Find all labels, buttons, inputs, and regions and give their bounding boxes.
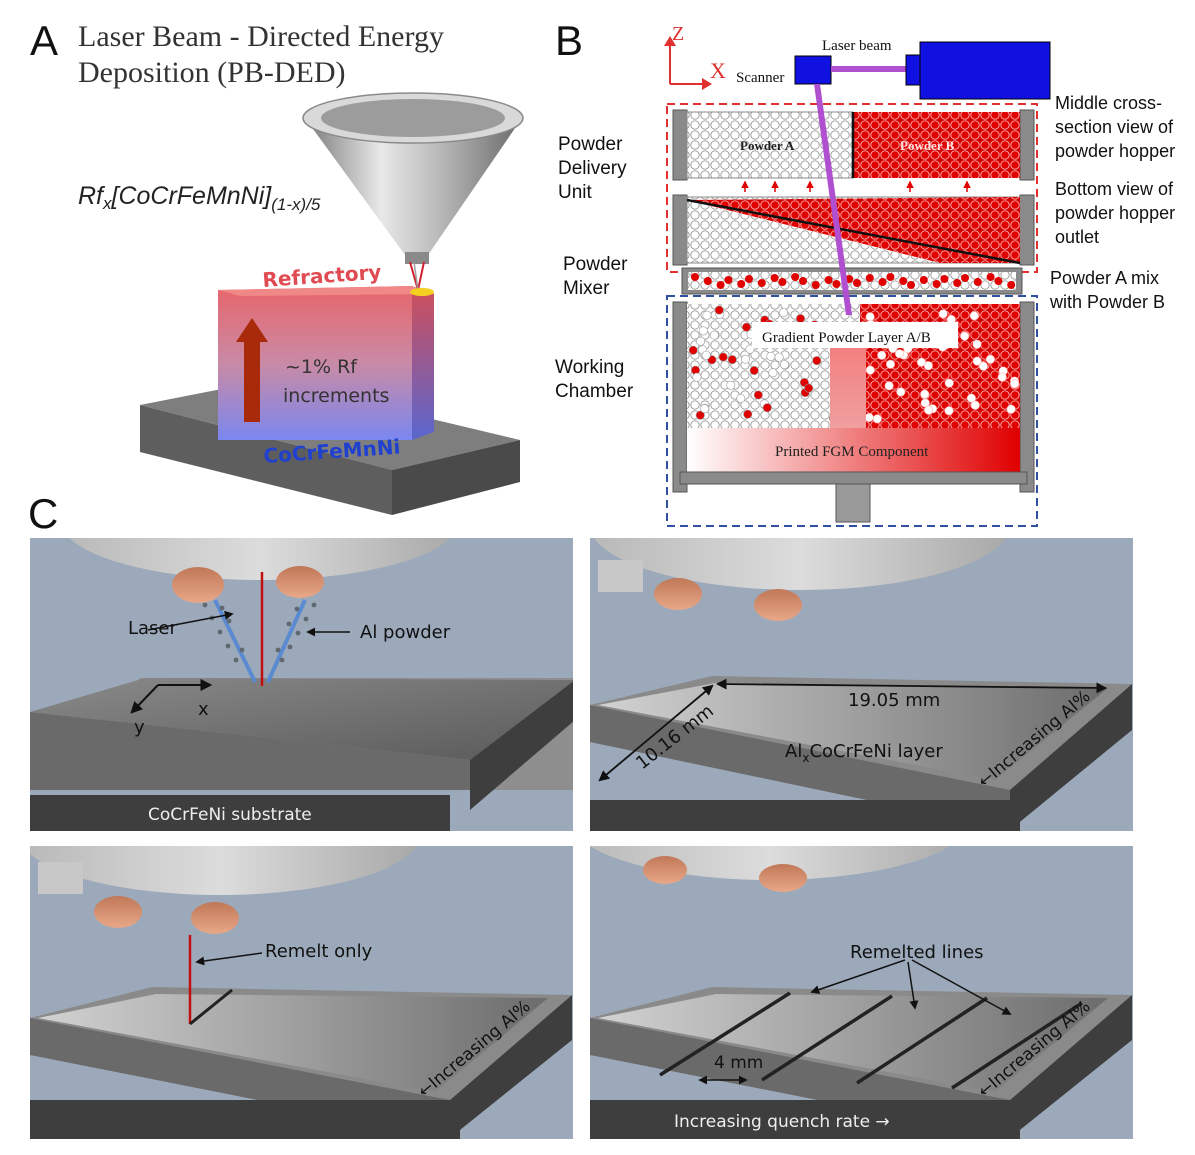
panel-a-title-line1: Laser Beam - Directed Energy (78, 20, 444, 53)
svg-text:Chamber: Chamber (555, 381, 634, 402)
panel-a-formula: Rfx[CoCrFeMnNi](1-x)/5 (78, 182, 321, 214)
panel-b-laser-beam-label: Laser beam (822, 38, 892, 54)
panel-a-arrow-line1: ~1% Rf (285, 356, 358, 378)
c1-al-powder-label: Al powder (360, 622, 451, 643)
panel-b-scanner-label: Scanner (736, 70, 784, 86)
panel-b-axis-z: Z (672, 23, 684, 45)
c3-remelt-label: Remelt only (265, 941, 373, 962)
c4-spacing-label: 4 mm (714, 1053, 763, 1073)
c2-length-label: 19.05 mm (848, 690, 940, 711)
c2-layer-label: AlxCoCrFeNi layer (785, 741, 943, 765)
panel-b-powder-a: Powder A (740, 138, 795, 153)
svg-text:Middle cross-: Middle cross- (1055, 93, 1162, 113)
c1-laser-label: Laser (128, 618, 178, 639)
svg-text:section view of: section view of (1055, 117, 1174, 137)
panel-b-right-labels: Middle cross- section view of powder hop… (1049, 93, 1175, 312)
panel-b-laser-connector (831, 66, 906, 72)
panel-a-increment-arrow (236, 318, 268, 422)
svg-text:outlet: outlet (1055, 227, 1099, 247)
panel-b-letter: B (555, 17, 583, 64)
svg-text:Powder: Powder (558, 134, 623, 155)
svg-text:Unit: Unit (558, 182, 593, 203)
panel-b-working-chamber: Gradient Powder Layer A/B Printed FGM Co… (672, 301, 1035, 523)
panel-b-scanner (794, 55, 832, 85)
panel-b-hopper-outlet (672, 194, 1035, 266)
panel-b-laser-source (919, 41, 1051, 100)
panel-c-letter: C (28, 490, 58, 537)
panel-b-powder-b: Powder B (900, 138, 955, 153)
svg-text:Bottom view of: Bottom view of (1055, 179, 1174, 199)
svg-text:with Powder B: with Powder B (1049, 292, 1165, 312)
svg-text:Working: Working (555, 357, 624, 378)
panel-c2: 19.05 mm 10.16 mm AlxCoCrFeNi layer ←Inc… (590, 538, 1133, 831)
c4-remelted-label: Remelted lines (850, 942, 984, 963)
c1-axis-x: x (198, 699, 209, 720)
panel-a-arrow-line2: increments (283, 385, 389, 407)
panel-b-gradient-layer: Gradient Powder Layer A/B (762, 330, 931, 346)
panel-c3: Remelt only ←Increasing Al% (30, 846, 573, 1139)
panel-b-printed-fgm: Printed FGM Component (775, 444, 929, 460)
panel-c1: Laser Al powder x y CoCrFeNi substrate (30, 538, 573, 831)
c1-substrate-label: CoCrFeNi substrate (148, 805, 312, 825)
c1-axis-y: y (134, 717, 145, 738)
panel-a-nozzle (302, 92, 524, 296)
panel-b-axis-x: X (710, 58, 726, 83)
panel-b-laser-line (814, 84, 852, 315)
panel-b: B Z X Scanner Laser beam Powder A Powder (555, 17, 1175, 527)
panel-c4: Remelted lines 4 mm Increasing quench ra… (590, 846, 1133, 1139)
svg-text:powder hopper: powder hopper (1055, 141, 1175, 161)
panel-b-hopper-cross-section: Powder A Powder B (672, 109, 1035, 181)
panel-b-left-labels: Powder Delivery Unit Powder Mixer Workin… (555, 134, 634, 402)
svg-text:Mixer: Mixer (563, 278, 610, 299)
panel-a-letter: A (30, 17, 58, 64)
panel-a: A Laser Beam - Directed Energy Depositio… (30, 17, 524, 515)
svg-text:powder hopper: powder hopper (1055, 203, 1175, 223)
svg-text:Delivery: Delivery (558, 158, 627, 179)
panel-b-chamber-box (666, 295, 1038, 527)
svg-text:Powder: Powder (563, 254, 628, 275)
c4-quench-label: Increasing quench rate → (674, 1112, 890, 1132)
panel-a-title-line2: Deposition (PB-DED) (78, 56, 345, 89)
panel-b-powder-mixer (681, 267, 1023, 295)
panel-b-feed-arrows (741, 180, 971, 192)
svg-text:Powder A mix: Powder A mix (1050, 268, 1159, 288)
panel-a-graded-block (218, 286, 434, 440)
panel-b-axes: Z X (664, 23, 726, 90)
